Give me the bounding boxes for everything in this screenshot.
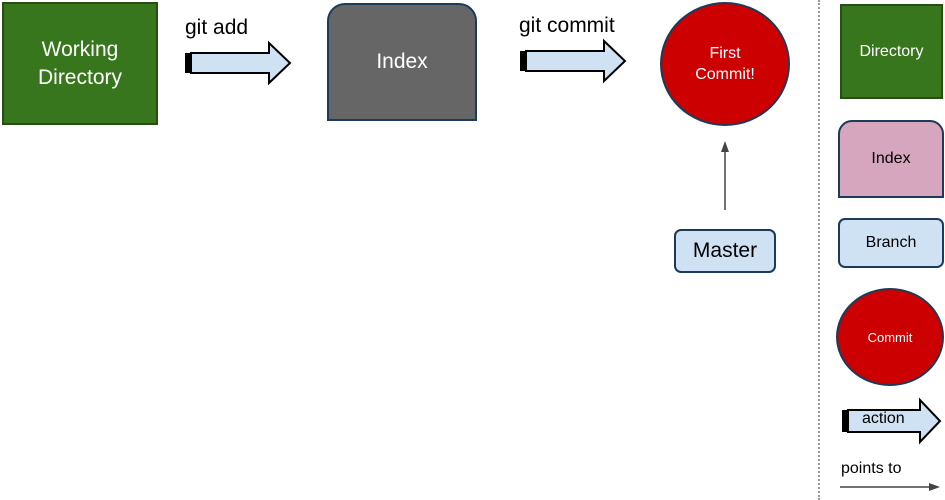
master-points-to-arrow (721, 141, 729, 210)
legend-branch: Branch (838, 218, 944, 268)
master-branch-node: Master (674, 229, 776, 273)
legend-points-to-label: points to (841, 460, 902, 477)
legend-divider (818, 0, 820, 500)
legend-index: Index (838, 120, 944, 198)
git-add-arrow (185, 40, 292, 86)
legend-action-arrow (842, 397, 942, 445)
legend-points-to-arrow (840, 483, 940, 491)
legend-action-label: action (862, 410, 905, 427)
git-add-label: git add (185, 16, 249, 39)
git-commit-arrow (520, 38, 627, 84)
index-node: Index (327, 3, 477, 121)
legend-commit: Commit (836, 288, 944, 386)
first-commit-node: First Commit! (660, 2, 790, 126)
git-commit-label: git commit (519, 14, 615, 37)
working-directory-node: Working Directory (2, 2, 158, 125)
legend-directory: Directory (840, 4, 943, 99)
